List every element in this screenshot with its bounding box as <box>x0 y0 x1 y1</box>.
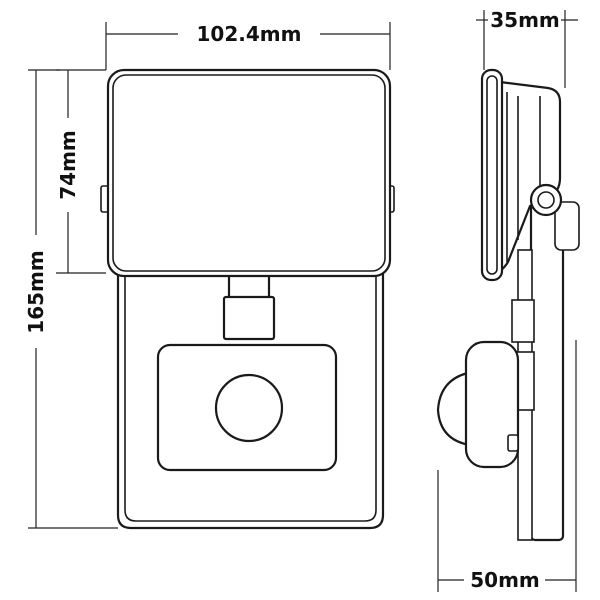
pivot-knob-inner <box>537 191 555 209</box>
lamp-head-front-face <box>112 74 386 272</box>
dimension-depth-top: 35mm <box>476 8 578 88</box>
dimension-total-height: 165mm <box>24 69 118 529</box>
bracket-neck-lower <box>222 295 276 341</box>
front-view <box>100 68 395 530</box>
pivot-arm <box>554 201 580 251</box>
dimension-width: 102.4mm <box>105 22 391 70</box>
mounting-plate <box>529 203 565 542</box>
width-label: 102.4mm <box>197 22 302 46</box>
depth-bottom-label: 50mm <box>470 568 540 592</box>
lamp-body-ribs <box>506 92 541 262</box>
side-connector-upper <box>511 299 535 343</box>
sensor-side-knob <box>507 434 519 452</box>
dimension-lamp-height: 74mm <box>56 69 106 274</box>
sensor-side-body <box>464 340 520 469</box>
lamp-front-plate-inner <box>486 75 498 275</box>
pir-sensor-lens <box>214 373 284 443</box>
sensor-side-lens <box>436 370 474 447</box>
depth-top-label: 35mm <box>490 8 560 32</box>
side-view <box>436 68 580 542</box>
lamp-height-label: 74mm <box>56 130 80 200</box>
total-height-label: 165mm <box>24 250 48 333</box>
dimension-depth-bottom: 50mm <box>437 340 577 592</box>
